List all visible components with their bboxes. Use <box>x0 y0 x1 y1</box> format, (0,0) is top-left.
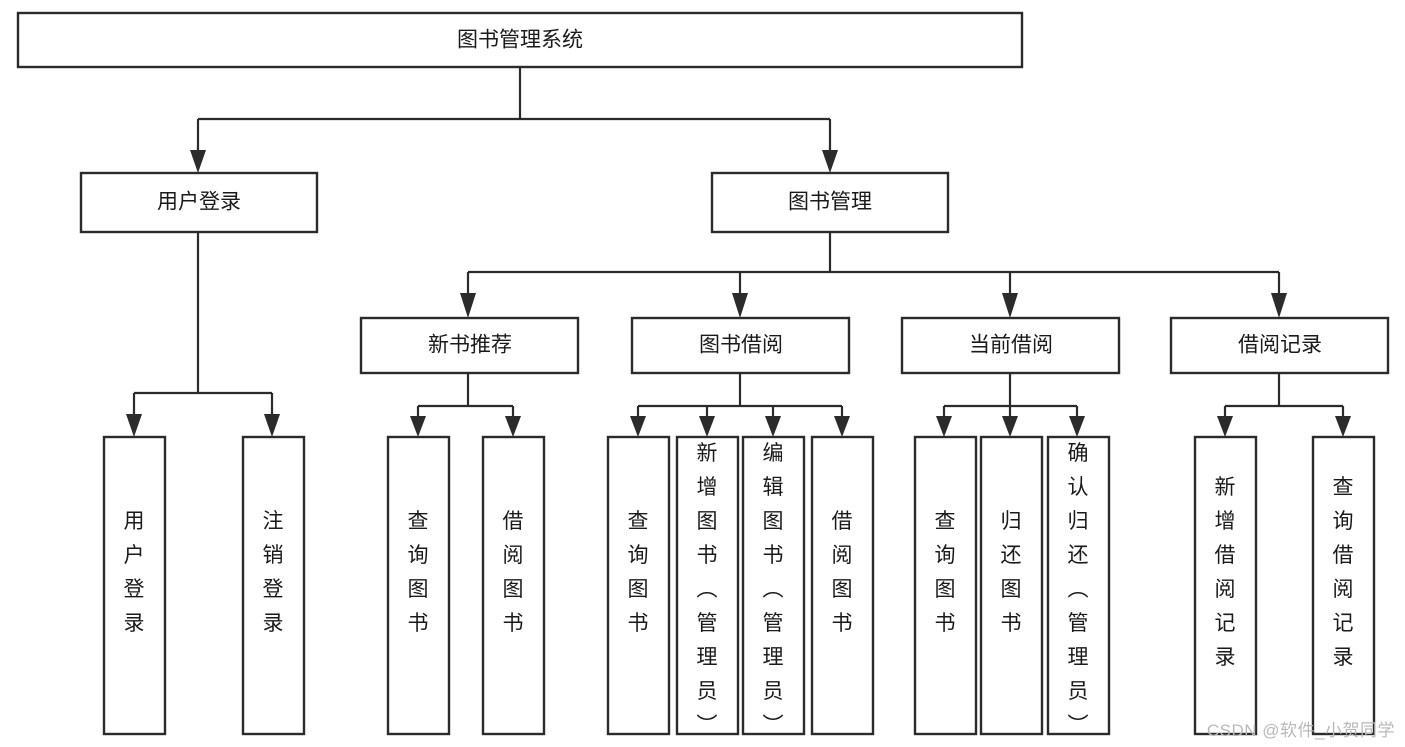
node-leaf5[interactable]: 查询图书 <box>606 435 671 736</box>
node-current[interactable]: 当前借阅 <box>900 316 1121 375</box>
node-leaf3[interactable]: 查询图书 <box>386 435 451 736</box>
node-leaf12-box[interactable] <box>1193 435 1258 736</box>
node-leaf13-box[interactable] <box>1311 435 1376 736</box>
node-leaf7-box[interactable] <box>741 435 806 736</box>
arrow-head-icon <box>765 416 781 437</box>
connector-group-bookmgmt <box>460 232 1287 318</box>
connector-group-current <box>936 373 1085 437</box>
arrow-head-icon <box>1002 416 1018 437</box>
node-borrow-box[interactable] <box>630 316 851 375</box>
connector-group-record <box>1217 373 1351 437</box>
node-record[interactable]: 借阅记录 <box>1169 316 1390 375</box>
node-leaf3-box[interactable] <box>386 435 451 736</box>
arrow-head-icon <box>264 414 280 437</box>
node-leaf1[interactable]: 用户登录 <box>102 435 167 736</box>
node-leaf1-box[interactable] <box>102 435 167 736</box>
node-leaf9-box[interactable] <box>913 435 978 736</box>
node-leaf5-box[interactable] <box>606 435 671 736</box>
node-leaf2-box[interactable] <box>241 435 306 736</box>
node-newbook-box[interactable] <box>359 316 580 375</box>
node-login[interactable]: 用户登录 <box>79 171 319 234</box>
arrow-head-icon <box>126 414 142 437</box>
node-leaf4-box[interactable] <box>481 435 546 736</box>
node-leaf4-label: 借阅图书 <box>503 510 524 635</box>
node-leaf6-box[interactable] <box>675 435 740 736</box>
node-leaf8-box[interactable] <box>810 435 875 736</box>
node-root-label: 图书管理系统 <box>457 29 583 52</box>
connector-group-borrow <box>630 373 850 437</box>
node-leaf4[interactable]: 借阅图书 <box>481 435 546 736</box>
node-leaf8-label: 借阅图书 <box>832 510 853 635</box>
node-borrow-label: 图书借阅 <box>699 334 783 357</box>
node-record-label: 借阅记录 <box>1238 334 1322 357</box>
node-leaf6[interactable]: 新增图书︵管理员︶ <box>675 435 740 737</box>
node-leaf12-label: 新增借阅记录 <box>1215 476 1236 669</box>
node-leaf2-label: 注销登录 <box>263 510 284 635</box>
node-record-box[interactable] <box>1169 316 1390 375</box>
arrow-head-icon <box>1217 416 1233 437</box>
node-leaf13[interactable]: 查询借阅记录 <box>1311 435 1376 736</box>
node-current-label: 当前借阅 <box>969 334 1053 357</box>
node-leaf10-box[interactable] <box>979 435 1044 736</box>
node-root[interactable]: 图书管理系统 <box>16 11 1024 69</box>
node-leaf11-box[interactable] <box>1046 435 1111 736</box>
arrow-head-icon <box>732 293 748 318</box>
connector-group-newbook <box>410 373 521 437</box>
arrow-head-icon <box>822 150 838 173</box>
arrow-head-icon <box>505 416 521 437</box>
node-leaf2[interactable]: 注销登录 <box>241 435 306 736</box>
node-leaf9[interactable]: 查询图书 <box>913 435 978 736</box>
node-leaf9-label: 查询图书 <box>935 510 956 635</box>
arrow-head-icon <box>1271 293 1287 318</box>
arrow-head-icon <box>936 416 952 437</box>
connector-group-login <box>126 232 280 437</box>
node-bookmgmt[interactable]: 图书管理 <box>710 171 950 234</box>
node-login-label: 用户登录 <box>157 191 241 214</box>
node-leaf5-label: 查询图书 <box>628 510 649 635</box>
node-root-box[interactable] <box>16 11 1024 69</box>
node-leaf10-label: 归还图书 <box>1001 510 1022 635</box>
node-leaf11-label: 确认归还︵管理员︶ <box>1068 442 1089 737</box>
node-leaf13-label: 查询借阅记录 <box>1333 476 1354 669</box>
arrow-head-icon <box>1002 293 1018 318</box>
node-login-box[interactable] <box>79 171 319 234</box>
node-leaf10[interactable]: 归还图书 <box>979 435 1044 736</box>
node-leaf3-label: 查询图书 <box>408 510 429 635</box>
node-bookmgmt-box[interactable] <box>710 171 950 234</box>
arrow-head-icon <box>630 416 646 437</box>
arrow-head-icon <box>190 150 206 173</box>
arrow-head-icon <box>834 416 850 437</box>
node-current-box[interactable] <box>900 316 1121 375</box>
connector-group-root <box>190 67 838 173</box>
node-leaf11[interactable]: 确认归还︵管理员︶ <box>1046 435 1111 737</box>
arrow-head-icon <box>410 416 426 437</box>
node-leaf7-label: 编辑图书︵管理员︶ <box>763 442 784 737</box>
node-leaf12[interactable]: 新增借阅记录 <box>1193 435 1258 736</box>
arrow-head-icon <box>460 293 476 318</box>
arrow-head-icon <box>699 416 715 437</box>
node-newbook[interactable]: 新书推荐 <box>359 316 580 375</box>
arrow-head-icon <box>1069 416 1085 437</box>
arrow-head-icon <box>1335 416 1351 437</box>
node-bookmgmt-label: 图书管理 <box>788 191 872 214</box>
node-newbook-label: 新书推荐 <box>428 334 512 357</box>
node-leaf6-label: 新增图书︵管理员︶ <box>697 442 718 737</box>
node-leaf1-label: 用户登录 <box>124 510 145 635</box>
node-leaf8[interactable]: 借阅图书 <box>810 435 875 736</box>
node-leaf7[interactable]: 编辑图书︵管理员︶ <box>741 435 806 737</box>
node-borrow[interactable]: 图书借阅 <box>630 316 851 375</box>
